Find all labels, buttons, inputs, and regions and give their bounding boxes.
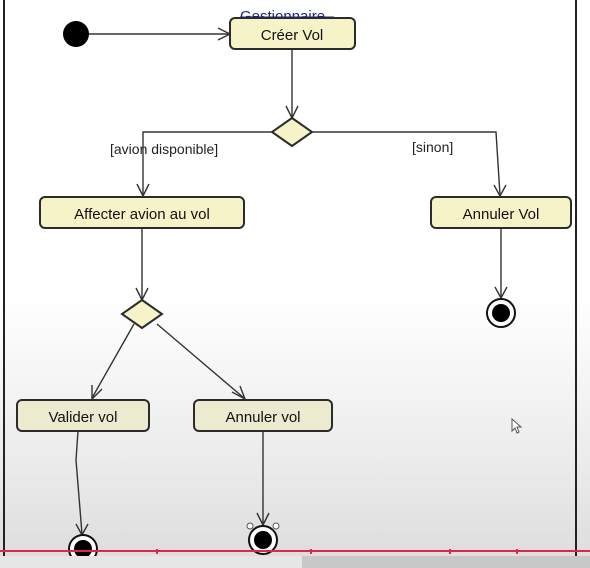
decision-node-2 [120,298,164,330]
selection-handle-tr[interactable] [272,522,280,530]
selection-handle-tl[interactable] [246,522,254,530]
horizontal-scrollbar[interactable] [0,556,590,568]
initial-node [63,21,89,47]
action-annuler-vol-top-label: Annuler Vol [463,206,540,223]
flow-decision2-to-annuler [156,323,245,399]
action-creer-vol-label: Créer Vol [261,27,324,44]
final-node-left-inner [74,540,92,558]
flow-decision1-right [312,131,501,196]
guard-avion-disponible: [avion disponible] [110,141,218,157]
action-annuler-vol-bottom-label: Annuler vol [225,409,300,426]
flow-decision2-to-valider [91,323,135,399]
flow-decision1-left [142,131,272,195]
action-affecter-avion-label: Affecter avion au vol [74,206,210,223]
action-valider-vol-label: Valider vol [49,409,118,426]
flow-valider-to-final [75,430,83,535]
arrowhead-valider [91,385,103,401]
action-valider-vol[interactable] [16,399,150,432]
scrollbar-thumb[interactable] [0,556,302,568]
final-node-right-inner [492,304,510,322]
page-break-ticks [156,549,518,554]
guard-sinon: [sinon] [412,139,453,155]
decision-node-1 [270,116,314,148]
cursor-icon [511,417,523,434]
final-node-middle-inner [254,531,272,549]
